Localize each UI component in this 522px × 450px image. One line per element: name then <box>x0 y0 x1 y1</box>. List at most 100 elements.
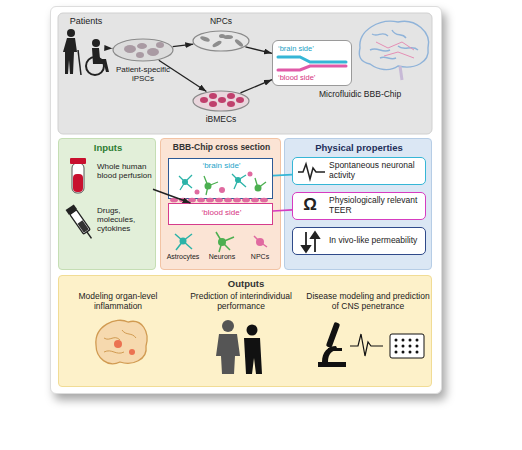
panel-heading: BBB-Chip cross section <box>161 143 282 153</box>
connector <box>173 44 194 46</box>
people-icon <box>222 320 234 332</box>
membrane-cells <box>215 198 223 203</box>
brain-illustration <box>370 30 418 59</box>
patient-icons <box>67 29 75 37</box>
connector <box>273 210 292 211</box>
dish-outline <box>112 38 174 62</box>
panel-heading: ‘blood side’ <box>169 208 274 217</box>
patient-icons <box>78 50 81 75</box>
node-text: iBMECs <box>192 115 250 125</box>
top-panel <box>58 13 432 134</box>
output-text: Modeling organ-level inflammation <box>62 292 174 312</box>
permeability-arrows-icon <box>305 232 307 248</box>
drug-dropper-icon <box>66 204 78 215</box>
ipsc-dish: Patient-specific iPSCs <box>112 38 174 62</box>
inflamed-brain-icon <box>104 330 136 353</box>
membrane-cells <box>260 198 268 203</box>
chip-channels <box>278 57 346 70</box>
brain-side-cells <box>255 178 266 188</box>
dish-outline <box>113 39 173 61</box>
patient-icons <box>92 39 100 47</box>
cross-section-panel: BBB-Chip cross section ‘brain side’ ‘blood… <box>160 138 281 270</box>
membrane-cells <box>224 198 232 203</box>
panel-heading: ‘brain side’ <box>169 161 274 170</box>
card <box>50 6 442 394</box>
brain-side-cells <box>248 172 253 177</box>
chip-channels <box>278 66 346 70</box>
membrane-cells <box>242 198 250 203</box>
well-plate-icon <box>395 339 419 354</box>
well-plate-icon <box>390 334 424 358</box>
patient-icons <box>63 29 109 75</box>
connector <box>240 80 272 93</box>
node-text: Whole human blood perfusion <box>97 162 153 180</box>
cell-legend-icons <box>175 232 267 252</box>
ibmec-cells <box>209 93 217 99</box>
well-plate-icon <box>409 351 412 354</box>
inflamed-brain-icon <box>96 320 147 364</box>
well-plate-icon <box>416 345 419 348</box>
ipsc-cells <box>147 48 159 56</box>
ipsc-cells <box>137 43 147 49</box>
patient-icons <box>92 48 109 72</box>
drug-dropper-icon <box>87 232 92 239</box>
well-plate-icon <box>395 345 398 348</box>
ibmec-cells <box>236 97 244 103</box>
well-plate-icon <box>416 351 419 354</box>
dish-outline <box>193 91 249 111</box>
property-box: In vivo-like permeability <box>292 227 426 255</box>
blood-tube-icon <box>70 158 86 164</box>
people-icon <box>216 334 240 374</box>
microscope-icon <box>322 346 338 362</box>
ibmec-cells <box>200 97 208 103</box>
brain-side-cells <box>255 185 262 192</box>
brain-side-cells <box>195 190 200 195</box>
node-text: Patient-specific iPSCs <box>106 65 180 83</box>
ecg-trace-icon <box>350 334 383 356</box>
property-box: Spontaneous neuronal activity <box>292 157 426 185</box>
well-plate-icon <box>390 334 424 358</box>
brain-side-cells <box>179 172 266 196</box>
cell-legend-icons <box>256 238 264 246</box>
connector <box>153 189 190 203</box>
ipsc-cells <box>136 52 144 58</box>
node-text: Drugs, molecules, cytokines <box>97 206 153 234</box>
membrane-cells <box>233 198 241 203</box>
permeability-arrows-icon <box>314 236 316 252</box>
dish-outline <box>192 90 250 112</box>
connector <box>273 175 292 176</box>
brain-illustration <box>400 66 402 80</box>
blood-side-channel: ‘blood side’ <box>168 203 273 225</box>
membrane-cells <box>251 198 259 203</box>
membrane-cells <box>188 198 196 203</box>
npc-cells <box>200 35 211 42</box>
brain-side-cells <box>204 176 218 195</box>
node-text: NPCs <box>192 17 250 27</box>
node-text: ‘brain side’ <box>278 45 348 54</box>
blood-tube-icon <box>70 158 86 193</box>
panel-heading: In vivo-like permeability <box>329 228 423 254</box>
people-icon <box>244 338 262 374</box>
npc-cells <box>200 34 244 48</box>
inflamed-brain-icon <box>114 340 122 348</box>
well-plate-icon <box>402 345 405 348</box>
people-icon <box>247 325 258 336</box>
ipsc-cells <box>156 42 164 48</box>
ibmec-cells <box>218 97 226 103</box>
physical-properties-panel: Physical propertiesSpontaneous neuronal … <box>284 138 432 270</box>
cell-legend-icons <box>216 232 234 252</box>
inputs-panel: InputsWhole human blood perfusionDrugs, … <box>58 138 156 270</box>
brain-side-cells <box>232 174 246 189</box>
membrane-cells <box>179 198 187 203</box>
brain-side-region: ‘brain side’ <box>168 158 273 199</box>
panel-heading: Spontaneous neuronal activity <box>329 158 423 184</box>
permeability-arrows-icon <box>302 246 310 252</box>
panel-heading: Physiologically relevant TEER <box>329 193 423 219</box>
connector <box>245 47 272 53</box>
ibmec-cells <box>227 93 235 99</box>
brain-illustration <box>359 21 428 80</box>
